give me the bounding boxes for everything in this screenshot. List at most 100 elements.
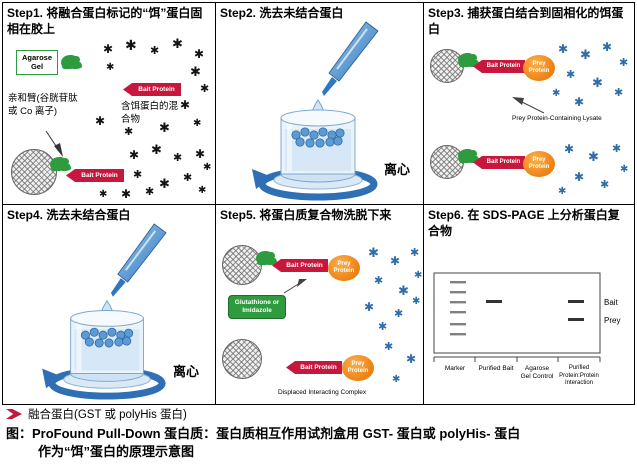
spin-column-wash-icon — [42, 223, 167, 400]
interaction-prey-band — [568, 318, 584, 321]
prey-protein-tag: Prey Protein — [523, 55, 555, 81]
protein-star-icon — [129, 149, 139, 161]
prey-star-icon — [412, 297, 420, 307]
pipette-icon — [117, 223, 167, 283]
prey-star-icon — [574, 171, 584, 183]
bait-protein-tag: Bait Protein — [66, 169, 124, 182]
protein-star-icon — [133, 169, 142, 180]
bait-protein-tag: Bait Protein — [272, 259, 328, 272]
fusion-protein-blob-icon — [50, 157, 68, 171]
figure-caption-line1: 图：ProFound Pull-Down 蛋白质：蛋白质相互作用试剂盒用 GST… — [6, 426, 521, 441]
bait-protein-tag: Bait Protein — [123, 83, 181, 96]
step6-panel: Step6. 在 SDS-PAGE 上分析蛋白复合物 Bait Prey Mar… — [423, 204, 635, 405]
step4-title: Step4. 洗去未结合蛋白 — [7, 208, 131, 222]
protein-star-icon — [173, 152, 182, 163]
figure-caption-line2: 作为“饵”蛋白的原理示意图 — [38, 444, 195, 459]
prey-star-icon — [592, 77, 603, 90]
fusion-protein-blob-icon — [61, 55, 79, 69]
prey-star-icon — [580, 49, 591, 62]
lane-label-gel-control: Agarose Gel Control — [520, 365, 554, 381]
prey-star-icon — [394, 308, 403, 319]
prey-star-icon — [588, 151, 599, 164]
prey-band-label: Prey — [604, 316, 620, 325]
protein-star-icon — [180, 99, 190, 111]
lane-label-interaction: Purified Protein:Protein Interaction — [559, 365, 599, 386]
eluent-tag: Glutathione or Imidazole — [228, 295, 286, 319]
protein-star-icon — [99, 190, 107, 200]
step1-title: Step1. 将融合蛋白标记的“饵”蛋白固相在胶上 — [7, 6, 203, 36]
prey-star-icon — [378, 321, 387, 332]
protein-star-icon — [190, 66, 201, 79]
step5-title: Step5. 将蛋白质复合物洗脱下来 — [220, 208, 392, 222]
agarose-gel-label: Agarose Gel — [16, 50, 58, 75]
prey-star-icon — [602, 41, 612, 53]
protein-star-icon — [103, 43, 113, 55]
pointer-arrow-icon — [45, 130, 63, 157]
lane-label-marker: Marker — [444, 365, 466, 372]
pipette-icon — [328, 21, 379, 82]
prey-star-icon — [558, 43, 568, 55]
agarose-bead-icon — [222, 245, 262, 285]
pipette-tip-icon — [322, 77, 337, 96]
resin-beads-icon — [291, 127, 345, 148]
lane-label-purified-bait: Purified Bait — [478, 365, 514, 372]
prey-star-icon — [392, 375, 400, 385]
pipette-tip-icon — [110, 278, 126, 297]
prey-star-icon — [364, 301, 374, 313]
sds-page-gel-diagram: Bait Prey — [433, 272, 620, 362]
displaced-complex-label: Displaced Interacting Complex — [278, 389, 367, 396]
protein-star-icon — [145, 186, 154, 197]
protein-star-icon — [194, 48, 204, 60]
marker-bands — [450, 281, 466, 336]
prey-star-icon — [406, 353, 416, 365]
step3-title: Step3. 捕获蛋白结合到固相化的饵蛋白 — [428, 6, 624, 36]
agarose-bead-icon — [430, 145, 464, 179]
prey-protein-tag: Prey Protein — [342, 355, 374, 381]
prey-star-icon — [612, 143, 621, 154]
fusion-protein-blob-icon — [458, 149, 476, 163]
agarose-bead-icon — [11, 149, 57, 195]
protein-star-icon — [150, 45, 159, 56]
prey-protein-tag: Prey Protein — [523, 151, 555, 177]
pointer-arrow-icon — [283, 279, 307, 294]
prey-star-icon — [398, 285, 409, 298]
prey-star-icon — [614, 87, 623, 98]
interaction-bait-band — [568, 300, 584, 303]
fusion-protein-blob-icon — [256, 251, 274, 265]
prey-star-icon — [390, 255, 400, 267]
protein-star-icon — [193, 119, 201, 129]
bait-protein-tag: Bait Protein — [286, 361, 342, 374]
step1-panel: Step1. 将融合蛋白标记的“饵”蛋白固相在胶上 Agarose Gel 亲和… — [2, 2, 216, 205]
step5-panel: Step5. 将蛋白质复合物洗脱下来 Bait Protein Prey Pro… — [215, 204, 424, 405]
prey-protein-tag: Prey Protein — [328, 255, 360, 281]
legend-text: 融合蛋白(GST 或 polyHis 蛋白) — [28, 409, 187, 421]
prey-star-icon — [619, 57, 628, 68]
step2-title: Step2. 洗去未结合蛋白 — [220, 6, 344, 20]
protein-star-icon — [159, 178, 170, 191]
protein-star-icon — [95, 115, 105, 127]
prey-star-icon — [410, 247, 419, 258]
protein-star-icon — [159, 122, 170, 135]
step2-panel: Step2. 洗去未结合蛋白 离心 — [215, 2, 424, 205]
prey-star-icon — [368, 247, 379, 260]
protein-star-icon — [121, 188, 131, 200]
agarose-bead-icon — [222, 339, 262, 379]
fusion-protein-arrow-icon — [6, 409, 22, 419]
prey-star-icon — [414, 271, 422, 281]
agarose-bead-icon — [430, 49, 464, 83]
protein-star-icon — [124, 126, 133, 137]
prey-star-icon — [600, 179, 609, 190]
resin-beads-icon — [80, 327, 134, 348]
spin-arrowhead-icon — [252, 169, 272, 189]
protein-star-icon — [203, 163, 211, 173]
lysate-label: Prey Protein-Containing Lysate — [512, 115, 602, 122]
protein-star-icon — [198, 186, 206, 196]
protein-star-icon — [125, 39, 137, 53]
step3-panel: Step3. 捕获蛋白结合到固相化的饵蛋白 Bait Protein Prey … — [423, 2, 635, 205]
bait-protein-tag: Bait Protein — [473, 156, 525, 169]
prey-star-icon — [566, 69, 575, 80]
centrifuge-label: 离心 — [173, 364, 200, 379]
centrifuge-label: 离心 — [384, 162, 411, 177]
affinity-arm-label: 亲和臂(谷胱苷肽或 Co 离子) — [8, 93, 78, 117]
mixture-label: 含饵蛋白的混合物 — [121, 101, 179, 125]
